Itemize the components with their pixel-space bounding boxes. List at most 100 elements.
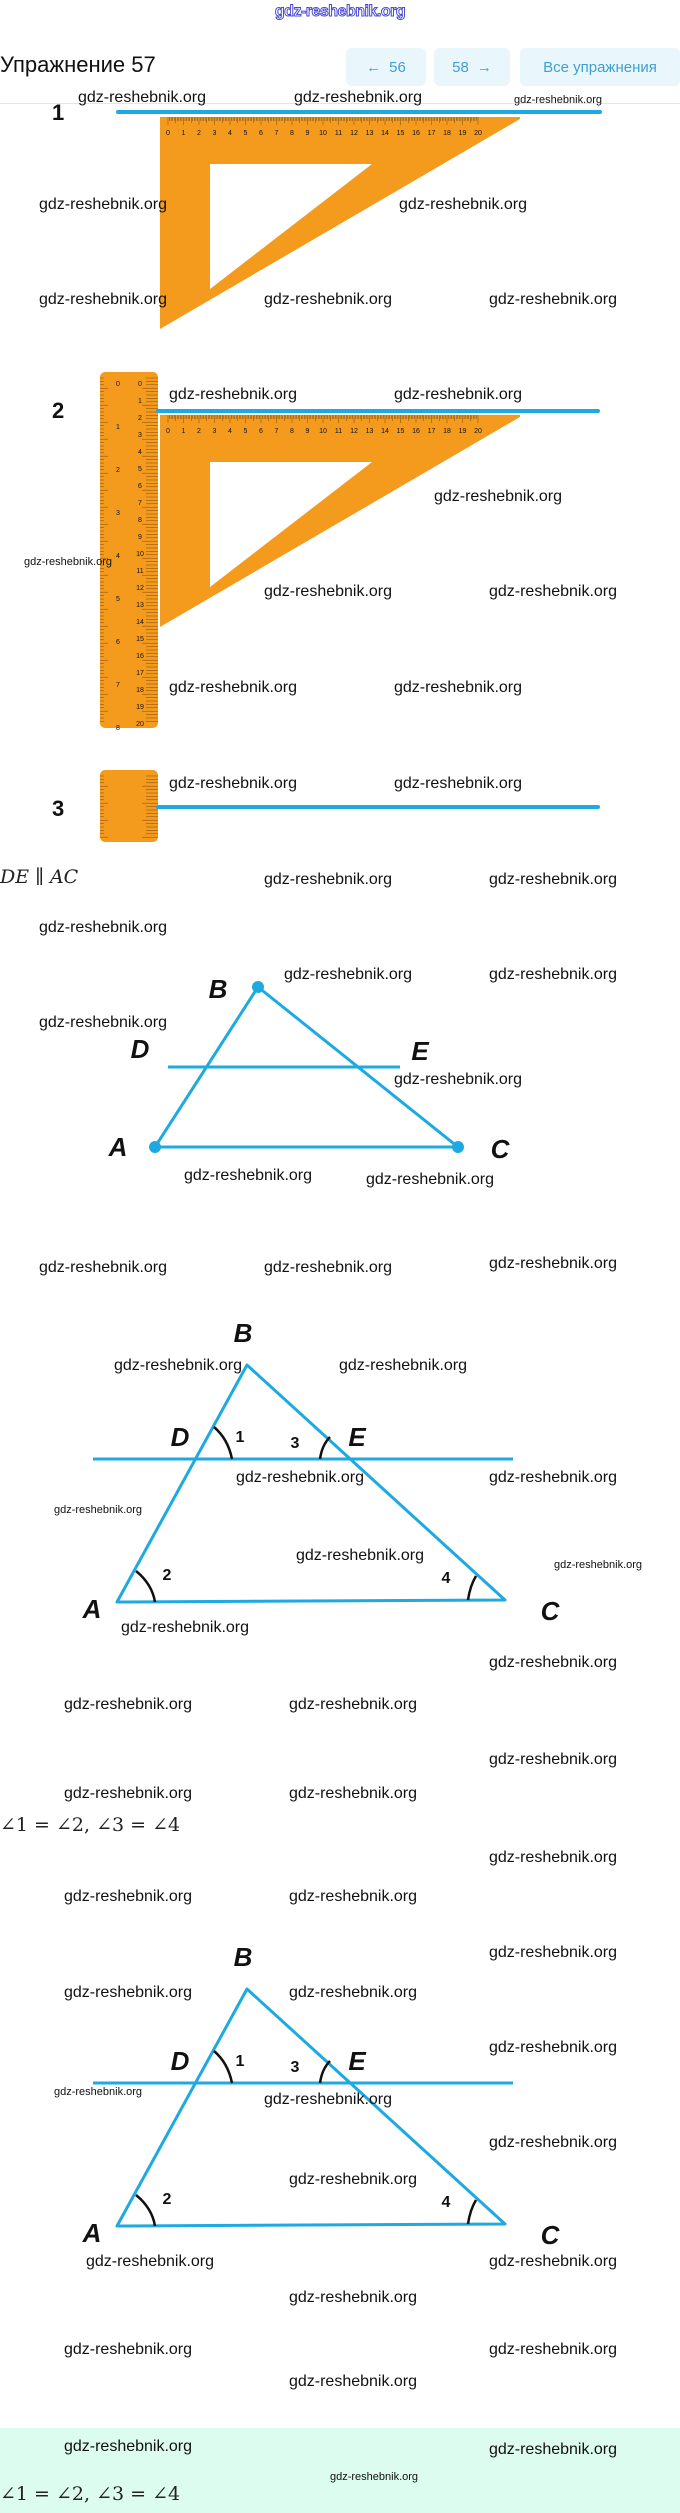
ruler-label: 12 [350,130,358,137]
set-square-hole [210,164,372,289]
angle-label-3: 3 [291,1435,300,1452]
next-exercise-button[interactable]: 58 → [434,48,510,86]
triangle-abc [115,1987,507,2228]
ruler-label: 0 [138,381,142,388]
ruler-label: 2 [197,428,201,435]
ruler-label: 8 [138,517,142,524]
vertex-dot [149,1141,161,1153]
point-label-a: A [82,2218,102,2248]
watermark: gdz-reshebnik.org [85,2253,215,2270]
ruler-label: 18 [443,428,451,435]
watermark: gdz-reshebnik.org [488,1944,618,1961]
ruler-label: 12 [136,585,144,592]
ruler-label: 4 [116,553,120,560]
watermark: gdz-reshebnik.org [488,2341,618,2358]
ruler-label: 0 [116,381,120,388]
watermark: gdz-reshebnik.org [488,2134,618,2151]
watermark: gdz-reshebnik.org [53,1504,143,1516]
ruler-label: 17 [428,130,436,137]
arrow-right-icon: → [476,58,492,76]
angle-arc-1 [213,2050,234,2084]
watermark: gdz-reshebnik.org [553,1559,643,1571]
next-exercise-label: 58 [452,58,469,76]
ruler-label: 18 [443,130,451,137]
watermark: gdz-reshebnik.org [488,2441,618,2458]
watermark: gdz-reshebnik.org [168,386,298,403]
watermark: gdz-reshebnik.org [488,1849,618,1866]
angle-arc-2 [135,1570,157,1603]
watermark: gdz-reshebnik.org [393,775,523,792]
watermark: gdz-reshebnik.org [293,89,423,106]
ruler-label: 1 [116,424,120,431]
ruler-label: 19 [136,704,144,711]
angle-label-2: 2 [163,1567,172,1584]
ruler-label: 14 [136,619,144,626]
watermark: gdz-reshebnik.org [63,1696,193,1713]
watermark: gdz-reshebnik.org [168,679,298,696]
ruler-label: 11 [136,568,143,575]
watermark: gdz-reshebnik.org [113,1357,243,1374]
ruler-label: 17 [428,428,436,435]
watermark: gdz-reshebnik.org [63,1984,193,2001]
vertical-ruler [100,372,158,728]
ruler-label: 4 [228,428,232,435]
ruler-label: 3 [213,130,217,137]
watermark: gdz-reshebnik.org [393,1071,523,1088]
watermark: gdz-reshebnik.org [120,1619,250,1636]
ruler-label: 9 [138,534,142,541]
ruler-label: 18 [136,687,144,694]
ruler-label: 19 [459,130,467,137]
vertex-dot [252,981,264,993]
all-exercises-button[interactable]: Все упражнения [520,48,680,86]
watermark: gdz-reshebnik.org [393,679,523,696]
ruler-label: 2 [197,130,201,137]
ruler-label: 20 [474,130,482,137]
ruler-label: 3 [116,510,120,517]
point-label-a: A [82,1594,102,1624]
watermark: gdz-reshebnik.org [288,2373,418,2390]
ruler-label: 15 [397,428,405,435]
divider [0,103,680,104]
ruler-label: 15 [136,636,144,643]
watermark: gdz-reshebnik.org [263,291,393,308]
triangle-abc [115,1363,507,1604]
angle-label-4: 4 [442,2194,451,2211]
watermark: gdz-reshebnik.org [329,2471,419,2483]
angle-arc-2 [135,2194,157,2227]
watermark: gdz-reshebnik.org [283,966,413,983]
point-label-d: D [131,1034,150,1064]
watermark: gdz-reshebnik.org [338,1357,468,1374]
watermark: gdz-reshebnik.org [488,1469,618,1486]
set-square-hole [210,462,372,587]
watermark: gdz-reshebnik.org [433,488,563,505]
answer-text: ∠1 = ∠2, ∠3 = ∠4 [0,2483,181,2505]
watermark: gdz-reshebnik.org [53,2086,143,2098]
angle-arc-4 [466,1575,478,1601]
watermark: gdz-reshebnik.org [513,94,603,106]
answer-box [0,2428,680,2513]
ruler-label: 5 [138,466,142,473]
watermark: gdz-reshebnik.org [398,196,528,213]
angle-label-2: 2 [163,2191,172,2208]
arrow-left-icon: ← [366,58,382,76]
watermark: gdz-reshebnik.org [23,556,113,568]
ruler-label: 1 [138,398,142,405]
watermark: gdz-reshebnik.org [263,1259,393,1276]
ruler-label: 0 [166,130,170,137]
watermark: gdz-reshebnik.org [38,919,168,936]
ruler-label: 0 [166,428,170,435]
point-label-a: A [108,1132,128,1162]
ruler-label: 14 [381,130,389,137]
prev-exercise-button[interactable]: ← 56 [346,48,426,86]
ruler-label: 8 [116,725,120,732]
watermark: gdz-reshebnik.org [488,1751,618,1768]
ruler-label: 7 [116,682,120,689]
ruler-label: 10 [319,428,327,435]
watermark: gdz-reshebnik.org [488,291,618,308]
watermark: gdz-reshebnik.org [38,1259,168,1276]
watermark: gdz-reshebnik.org [235,1469,365,1486]
watermark: gdz-reshebnik.org [488,966,618,983]
prev-exercise-label: 56 [389,58,406,76]
ruler-label: 8 [290,130,294,137]
